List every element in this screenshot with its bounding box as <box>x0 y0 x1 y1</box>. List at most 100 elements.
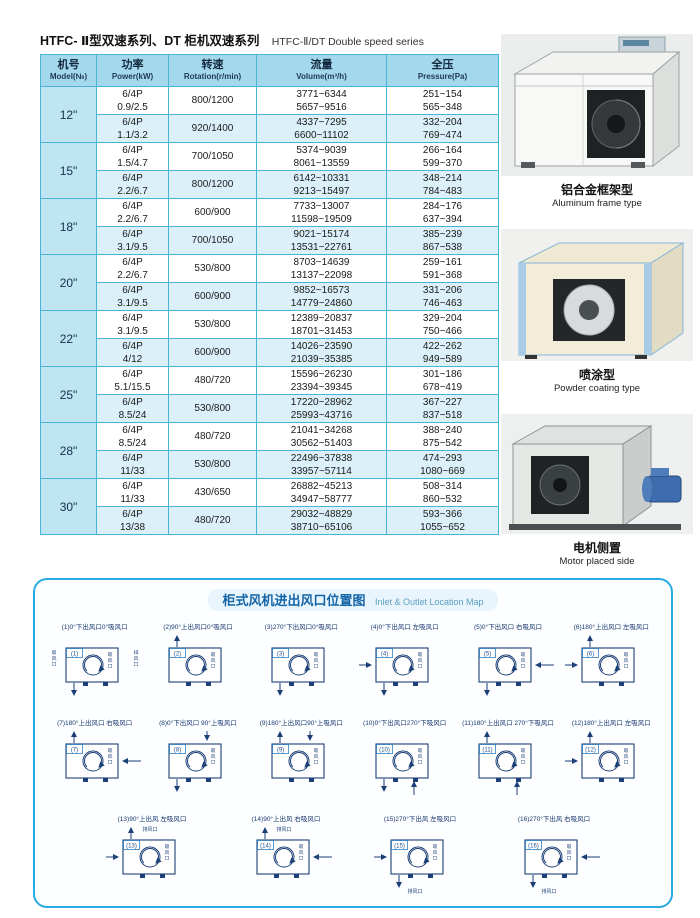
map-title-cn: 柜式风机进出风口位置图 <box>222 593 366 608</box>
map-row-1: (1)0°下出风口0°吸风口(1)吸风口吸风口排风口(2)90°上出风口0°吸风… <box>35 621 671 707</box>
svg-text:排风口: 排风口 <box>142 826 157 833</box>
spec-cell: 530/800 <box>168 394 257 423</box>
diagram-caption: (8)0°下出风口 90°上吸风口 <box>159 720 237 727</box>
diagram-cell-6: (6)180°上出风口 左吸风口 (6) 吸风口 <box>560 621 663 707</box>
diagram-caption: (12)180°上出风口 左吸风口 <box>571 720 651 727</box>
diagram-graphic: (11)吸风口 <box>478 731 532 795</box>
product-motor-side: 电机侧置 Motor placed side <box>498 414 696 567</box>
product-photo-motor-side <box>501 414 693 534</box>
svg-text:吸风口: 吸风口 <box>165 844 170 862</box>
svg-text:(14): (14) <box>260 844 271 850</box>
title-cn: HTFC- Ⅱ型双速系列、DT 柜机双速系列 <box>40 34 260 48</box>
model-cell: 20" <box>40 254 97 311</box>
diagram-graphic: (8) 吸风口 <box>168 731 222 792</box>
svg-text:吸风口: 吸风口 <box>211 748 216 766</box>
product-photo-aluminum-frame <box>501 34 693 176</box>
svg-text:(1): (1) <box>70 652 77 658</box>
diagram-caption: (6)180°上出风口 左吸风口 <box>573 624 649 631</box>
svg-text:吸风口: 吸风口 <box>433 844 438 862</box>
diagram-caption: (11)180°上出风口 270°下吸风口 <box>462 720 554 727</box>
product-caption-en: Powder coating type <box>553 383 641 394</box>
svg-text:(5): (5) <box>484 652 491 658</box>
spec-cell: 600/900 <box>168 198 257 227</box>
svg-text:(6): (6) <box>587 652 594 658</box>
svg-text:吸风口: 吸风口 <box>107 748 112 766</box>
svg-text:吸风口: 吸风口 <box>624 748 629 766</box>
map-row-2: (7)180°上出风口 右吸风口(7)吸风口(8)0°下出风口 90°上吸风口(… <box>35 717 671 803</box>
diagram-cell-9: (9)180°上出风口90°上吸风口(9)吸风口 <box>250 717 353 803</box>
diagram-graphic: (4)吸风口 <box>358 647 429 696</box>
diagram-cell-11: (11)180°上出风口 270°下吸风口 (11)吸风口 <box>456 717 559 803</box>
title-en: HTFC-Ⅱ/DT Double speed series <box>271 36 424 48</box>
map-row-3: (13)90°上出风 左吸风口(13)吸风口排风口(14)90°上出风 右吸风口… <box>35 813 671 899</box>
svg-text:吸风口: 吸风口 <box>314 652 319 670</box>
diagram-cell-10: (10)0°下出风口270°下吸风口 (10)吸风口 <box>353 717 456 803</box>
svg-text:(8): (8) <box>174 748 181 754</box>
diagram-cell-4: (4)0°下出风口 左吸风口(4)吸风口 <box>353 621 456 707</box>
spec-cell: 700/1050 <box>168 142 257 171</box>
diagram-caption: (15)270°下出风 左吸风口 <box>383 816 457 823</box>
diagram-graphic: (10)吸风口 <box>375 743 429 795</box>
diagram-cell-7: (7)180°上出风口 右吸风口 (7) 吸风口 <box>43 717 146 803</box>
svg-text:吸风口: 吸风口 <box>624 652 629 670</box>
model-cell: 28" <box>40 422 97 479</box>
product-caption-en: Aluminum frame type <box>552 198 642 209</box>
product-caption-cn: 铝合金框架型 <box>560 183 633 197</box>
svg-text:吸风口: 吸风口 <box>521 748 526 766</box>
diagram-graphic: (12) 吸风口 <box>565 731 635 782</box>
svg-text:(7): (7) <box>70 748 77 754</box>
svg-text:(2): (2) <box>174 652 181 658</box>
diagram-caption: (9)180°上出风口90°上吸风口 <box>259 720 343 727</box>
svg-text:(12): (12) <box>585 748 596 754</box>
svg-text:吸风口: 吸风口 <box>314 748 319 766</box>
diagram-caption: (10)0°下出风口270°下吸风口 <box>363 720 447 727</box>
diagram-caption: (7)180°上出风口 右吸风口 <box>57 720 133 727</box>
diagram-cell-8: (8)0°下出风口 90°上吸风口 (8) 吸风口 <box>146 717 249 803</box>
svg-text:(10): (10) <box>379 748 390 754</box>
svg-text:(15): (15) <box>394 844 405 850</box>
diagram-graphic: (7) 吸风口 <box>65 731 141 782</box>
diagram-caption: (5)0°下出风口 右吸风口 <box>473 624 542 631</box>
spec-cell: 480/720 <box>168 422 257 451</box>
